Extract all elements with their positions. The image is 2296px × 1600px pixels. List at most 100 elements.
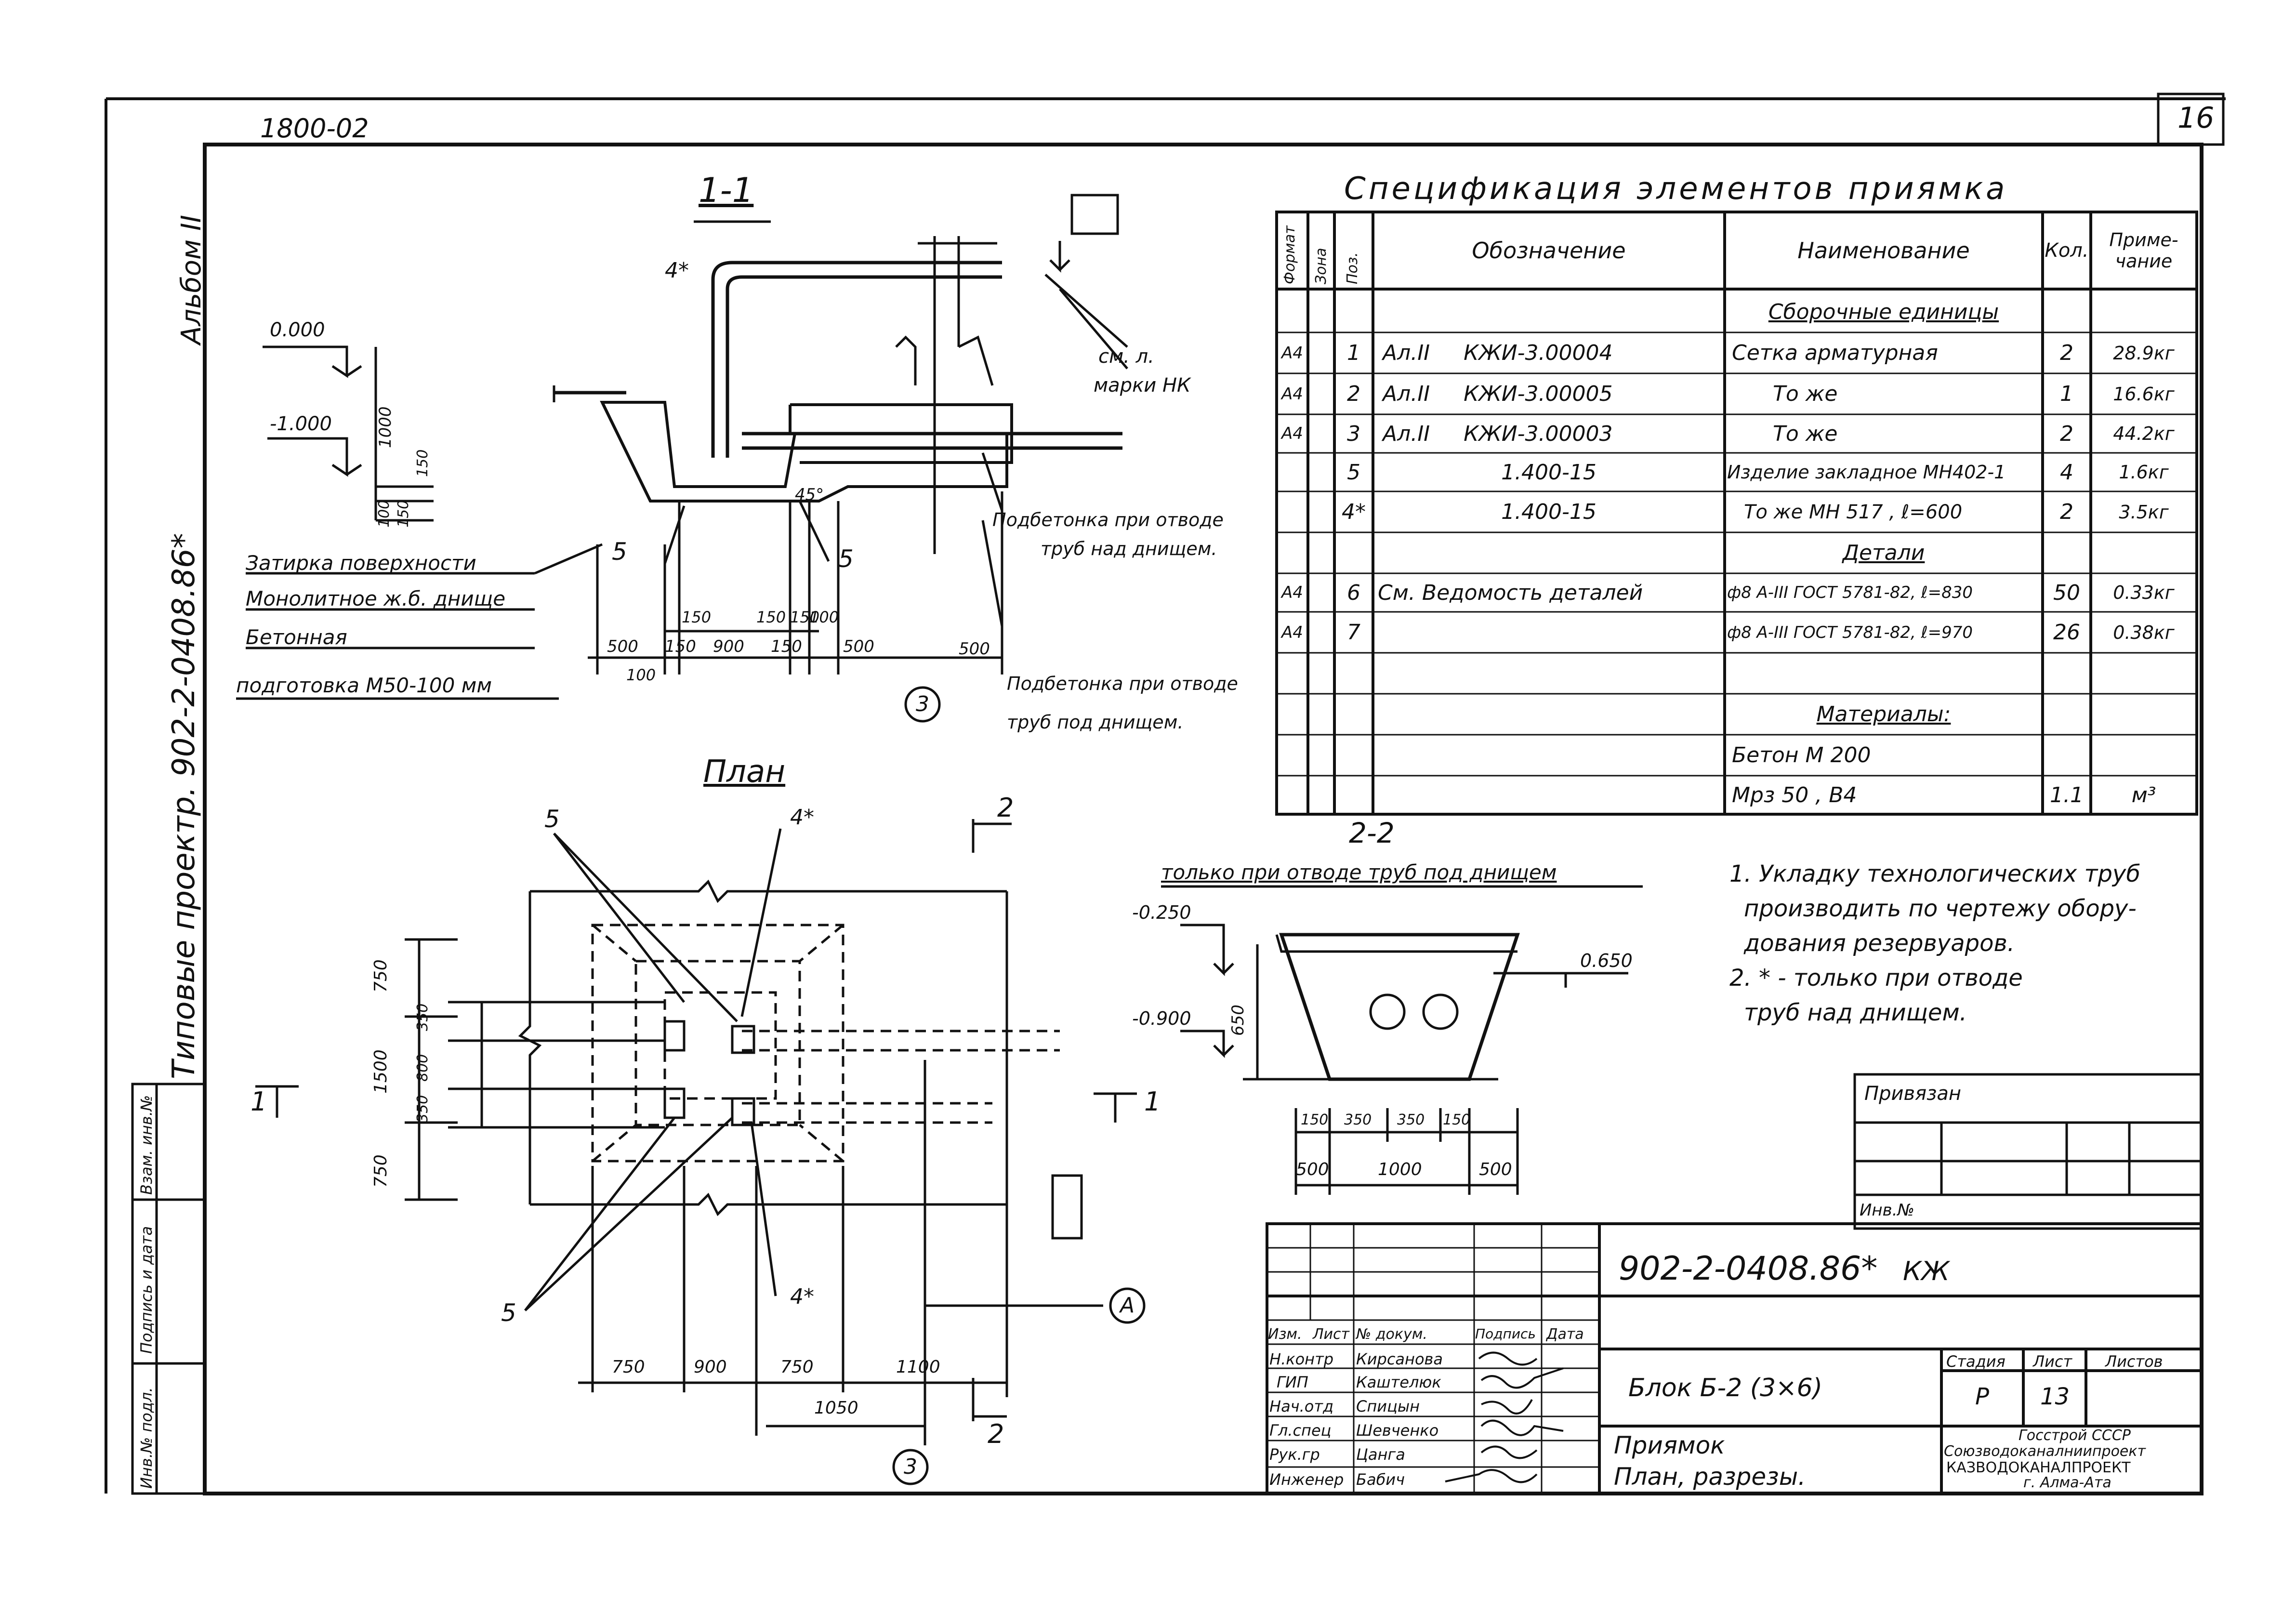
dim-section-bottom-3: 900 xyxy=(713,637,744,656)
spec-r7-format: А4 xyxy=(1281,583,1303,602)
tb-person-5: Цанга xyxy=(1356,1445,1405,1464)
tb-role-1: Н.контр xyxy=(1269,1350,1334,1368)
tb-person-1: Кирсанова xyxy=(1356,1350,1443,1368)
spec-r4-pos: 5 xyxy=(1347,460,1360,485)
section-2-elev-2: -0.900 xyxy=(1132,1008,1191,1029)
binding-inv: Инв.№ xyxy=(1860,1201,1914,1220)
spec-title: Спецификация элементов приямка xyxy=(1344,171,2008,207)
spec-r2-note: 16.6кг xyxy=(2113,383,2175,405)
dim-section-small-2: 150 xyxy=(756,608,786,626)
section-2-2-subtitle: только при отводе труб под днищем xyxy=(1161,860,1557,884)
binding-label: Привязан xyxy=(1864,1083,1962,1105)
title-block-grid xyxy=(1266,1222,2203,1495)
section-2-dim-small-3: 350 xyxy=(1397,1111,1425,1128)
title-mark: КЖ xyxy=(1903,1256,1950,1286)
annotation-5-right: 5 xyxy=(838,545,854,573)
plan-dim-bottom-2: 900 xyxy=(694,1357,727,1377)
spec-r3-name: То же xyxy=(1773,421,1838,446)
note-line-4: 2. * - только при отводе xyxy=(1729,965,2023,992)
angle-45: 45° xyxy=(795,485,824,504)
binding-box-grid xyxy=(1853,1073,2203,1230)
spec-r3-format: А4 xyxy=(1281,424,1303,443)
tb-sheet: 13 xyxy=(2040,1383,2070,1410)
spec-r2-pos: 2 xyxy=(1347,382,1360,406)
cut-1-left: 1 xyxy=(251,1086,267,1117)
spec-r12-name: Мрз 50 , В4 xyxy=(1732,782,1857,807)
spec-r4-qty: 4 xyxy=(2060,460,2073,485)
tb-sheets-label: Листов xyxy=(2105,1352,2163,1371)
tb-head-signature: Подпись xyxy=(1475,1326,1536,1342)
spec-r5-note: 3.5кг xyxy=(2119,501,2169,523)
spec-r5-pos: 4* xyxy=(1342,500,1366,524)
spec-r7-designation: См. Ведомость деталей xyxy=(1378,580,1643,605)
section-1-1-title: 1-1 xyxy=(699,171,754,210)
axis-a-label: А xyxy=(1120,1293,1135,1318)
note-line-5: труб над днищем. xyxy=(1744,999,1967,1026)
spec-r3-pos: 3 xyxy=(1347,421,1360,446)
left-stamp-lines xyxy=(131,1083,206,1495)
annotation-4-star: 4* xyxy=(665,258,689,283)
spec-r8-format: А4 xyxy=(1281,622,1303,642)
dim-section-bottom-2: 150 xyxy=(665,637,696,656)
tb-head-date: Дата xyxy=(1546,1326,1584,1343)
note-line-3: дования резервуаров. xyxy=(1744,930,2015,957)
plan-annotation-4-bottom: 4* xyxy=(790,1284,814,1309)
tb-org-1: Госстрой СССР xyxy=(2019,1427,2131,1444)
tb-org-4: г. Алма-Ата xyxy=(2023,1474,2111,1491)
spec-r3-note: 44.2кг xyxy=(2113,423,2175,444)
plan-dim-bottom-1: 750 xyxy=(612,1357,645,1377)
annotation-5-left: 5 xyxy=(612,538,627,566)
note-marks-nk: марки НК xyxy=(1094,374,1191,397)
spec-table-row-lines xyxy=(1277,331,2197,777)
plan-dim-bottom-4: 1100 xyxy=(896,1357,940,1377)
spec-r5-name: То же МН 517 , ℓ=600 xyxy=(1744,501,1963,523)
plan-title: План xyxy=(703,754,786,790)
tb-person-2: Каштелюк xyxy=(1356,1373,1441,1391)
axis-3-label-section: 3 xyxy=(916,692,929,716)
document-code-header: 1800-02 xyxy=(260,113,369,144)
spec-r1-designation: Ал.II КЖИ-3.00004 xyxy=(1383,341,1613,365)
tb-person-3: Спицын xyxy=(1356,1397,1420,1415)
tb-role-3: Нач.отд xyxy=(1269,1397,1334,1415)
dim-section-small-3: 150 xyxy=(790,608,820,626)
section-2-dim-bottom-1: 500 xyxy=(1296,1160,1329,1179)
tb-role-5: Рук.гр xyxy=(1269,1445,1320,1464)
note-concrete-above-2: труб над днищем. xyxy=(1041,538,1217,559)
spec-r2-name: То же xyxy=(1773,382,1838,406)
tb-head-change: Изм. xyxy=(1268,1326,1302,1343)
spec-table-grid xyxy=(1275,211,2198,816)
title-doc-code: 902-2-0408.86* xyxy=(1619,1250,1878,1288)
tb-org-3: КАЗВОДОКАНАЛПРОЕКТ xyxy=(1946,1459,2131,1476)
cut-2-bottom: 2 xyxy=(988,1419,1004,1449)
elevation-0000: 0.000 xyxy=(270,319,325,341)
note-line-1: 1. Укладку технологических труб xyxy=(1729,860,2140,887)
spec-r3-qty: 2 xyxy=(2060,421,2073,446)
spec-header-qty: Кол. xyxy=(2045,239,2089,262)
tb-stage-label: Стадия xyxy=(1946,1352,2006,1371)
spec-section-materials: Материалы: xyxy=(1816,702,1951,727)
spec-r2-designation: Ал.II КЖИ-3.00005 xyxy=(1383,382,1613,406)
section-2-dim-small-4: 150 xyxy=(1443,1111,1471,1128)
layer-concrete: Бетонная xyxy=(246,625,347,649)
plan-annotation-4-top: 4* xyxy=(790,805,814,830)
spec-r7-pos: 6 xyxy=(1347,580,1360,605)
title-object-2: План, разрезы. xyxy=(1614,1463,1806,1491)
section-2-elev-1: -0.250 xyxy=(1132,902,1191,923)
dim-section-100: 100 xyxy=(626,666,656,684)
cut-2-top: 2 xyxy=(997,793,1014,823)
note-concrete-below-1: Подбетонка при отводе xyxy=(1007,673,1238,694)
dim-section-bottom-5: 500 xyxy=(843,637,874,656)
elevation-minus-1000: -1.000 xyxy=(270,413,332,435)
title-block-name: Блок Б-2 (3×6) xyxy=(1628,1374,1823,1402)
spec-r1-name: Сетка арматурная xyxy=(1732,341,1938,365)
dim-section-bottom-4: 150 xyxy=(771,637,802,656)
section-2-dim-small-2: 350 xyxy=(1344,1111,1372,1128)
note-concrete-above-1: Подбетонка при отводе xyxy=(992,509,1224,530)
spec-r2-format: А4 xyxy=(1281,384,1303,404)
cut-1-right: 1 xyxy=(1144,1086,1161,1117)
axis-3-label-plan: 3 xyxy=(904,1455,917,1479)
spec-r1-note: 28.9кг xyxy=(2113,342,2175,364)
dim-section-small-1: 150 xyxy=(682,608,712,626)
layer-monolithic-bottom: Монолитное ж.б. днище xyxy=(246,587,506,610)
